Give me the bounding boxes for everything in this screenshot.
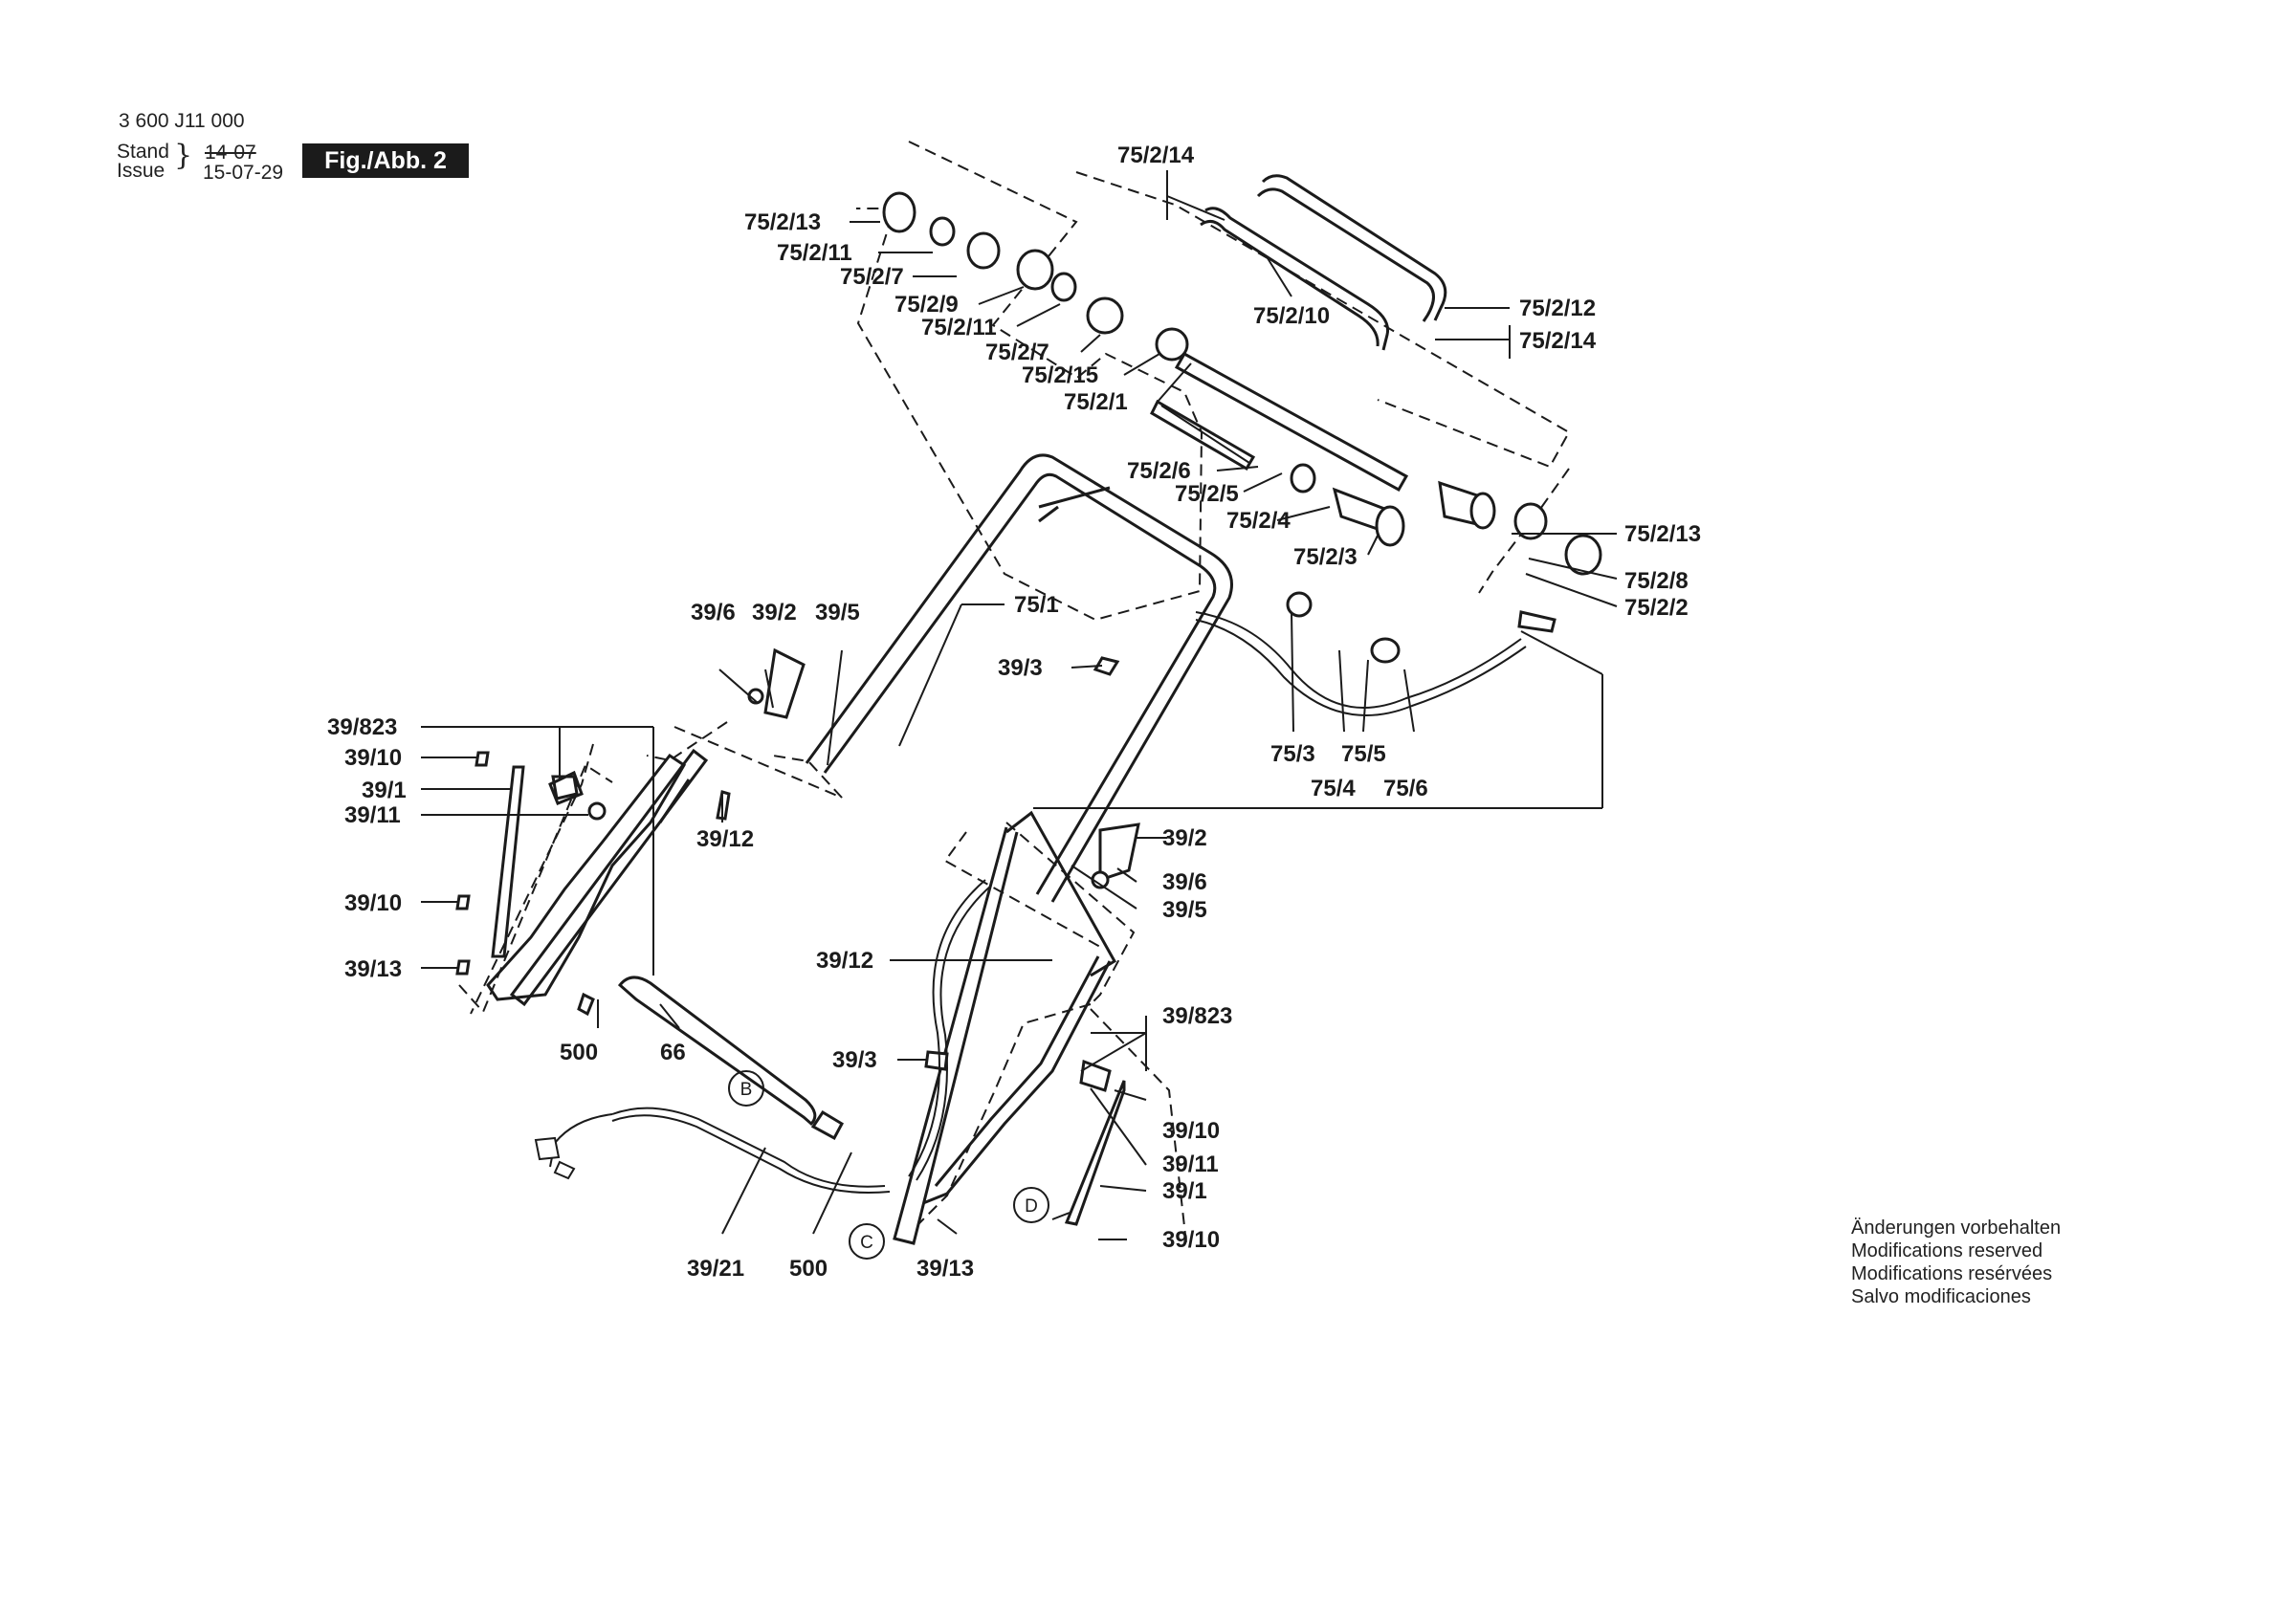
- callout-39-12: 39/12: [696, 826, 754, 852]
- callout-75-2-7: 75/2/7: [985, 340, 1049, 365]
- small-parts: [551, 191, 1602, 1226]
- detail-marker-c: [849, 1223, 885, 1260]
- callout-75-2-4: 75/2/4: [1226, 508, 1291, 534]
- callout-39-10: 39/10: [1162, 1118, 1220, 1144]
- callout-39-21: 39/21: [687, 1256, 744, 1282]
- callout-39-6: 39/6: [1162, 869, 1207, 895]
- callout-75-2-11: 75/2/11: [777, 240, 852, 266]
- left-handle-bar: [486, 753, 691, 1001]
- callout-39-10: 39/10: [344, 890, 402, 916]
- top-grip-handle: [1200, 174, 1447, 351]
- callout-75-2-13: 75/2/13: [744, 209, 821, 235]
- modification-note-fr: Modifications resérvées: [1851, 1263, 2053, 1284]
- callout-39-13: 39/13: [916, 1256, 974, 1282]
- callout-75-2-7: 75/2/7: [840, 264, 904, 290]
- callout-75-4: 75/4: [1311, 776, 1356, 801]
- callout-39-823: 39/823: [1162, 1003, 1232, 1029]
- callout-66: 66: [660, 1040, 686, 1065]
- leader-lines: [421, 170, 1618, 1240]
- callout-39-12: 39/12: [816, 948, 873, 974]
- callout-75-2-14: 75/2/14: [1519, 328, 1597, 354]
- brace-icon: }: [174, 139, 193, 172]
- document-number: 3 600 J11 000: [119, 110, 245, 132]
- modification-note-es: Salvo modificaciones: [1851, 1286, 2031, 1307]
- callout-75-2-13: 75/2/13: [1624, 521, 1701, 547]
- detail-markers: [728, 1070, 1049, 1260]
- stand-label: Stand: [117, 141, 169, 163]
- issue-label: Issue: [117, 160, 166, 182]
- callout-75-2-8: 75/2/8: [1624, 568, 1689, 594]
- new-issue-date: 15-07-29: [203, 162, 284, 184]
- callout-39-10: 39/10: [344, 745, 402, 771]
- figure-label: Fig./Abb. 2: [302, 143, 469, 178]
- lower-handle-frame: [893, 810, 1117, 1245]
- callout-75-2-15: 75/2/15: [1022, 362, 1098, 388]
- callout-75-1: 75/1: [1014, 592, 1059, 618]
- modification-note-en: Modifications reserved: [1851, 1240, 2043, 1261]
- callout-75-3: 75/3: [1270, 741, 1315, 767]
- callout-39-3: 39/3: [998, 655, 1043, 681]
- callout-75-2-6: 75/2/6: [1127, 458, 1191, 484]
- callout-39-3: 39/3: [832, 1047, 877, 1073]
- cable-connector: [534, 1136, 576, 1180]
- assembly-outlines: [458, 141, 1571, 1244]
- callout-39-11: 39/11: [344, 802, 401, 828]
- callout-39-1: 39/1: [362, 778, 407, 803]
- detail-marker-d-label: D: [1025, 1196, 1038, 1217]
- callout-75-2-10: 75/2/10: [1253, 303, 1330, 329]
- callout-75-2-11: 75/2/11: [921, 315, 997, 340]
- callout-75-2-9: 75/2/9: [894, 292, 959, 318]
- callout-39-5: 39/5: [1162, 897, 1207, 923]
- detail-marker-d: [1013, 1187, 1049, 1223]
- callout-500: 500: [789, 1256, 828, 1282]
- old-issue-date: 14-07: [205, 142, 256, 164]
- callout-75-2-14: 75/2/14: [1117, 143, 1195, 168]
- callout-75-5: 75/5: [1341, 741, 1386, 767]
- lower-bracket-66: [577, 976, 844, 1141]
- callout-75-2-2: 75/2/2: [1624, 595, 1689, 621]
- detail-marker-b-label: B: [740, 1080, 753, 1100]
- callout-39-823: 39/823: [327, 714, 397, 740]
- callout-75-2-5: 75/2/5: [1175, 481, 1239, 507]
- callout-39-5: 39/5: [815, 600, 860, 625]
- left-side-strut: [455, 748, 731, 1007]
- callouts: 75/2/14 75/2/13 75/2/11 75/2/7 75/2/9 75…: [327, 143, 1701, 1282]
- callout-75-2-1: 75/2/1: [1064, 389, 1128, 415]
- callout-39-2: 39/2: [752, 600, 797, 625]
- callout-39-6: 39/6: [691, 600, 736, 625]
- modification-note-de: Änderungen vorbehalten: [1851, 1217, 2062, 1239]
- callout-39-11: 39/11: [1162, 1151, 1219, 1177]
- cables: [549, 611, 1527, 1194]
- callout-39-2: 39/2: [1162, 825, 1207, 851]
- callout-75-2-12: 75/2/12: [1519, 296, 1596, 321]
- callout-500: 500: [560, 1040, 598, 1065]
- callout-39-13: 39/13: [344, 956, 402, 982]
- callout-75-6: 75/6: [1383, 776, 1428, 801]
- callout-75-2-3: 75/2/3: [1293, 544, 1358, 570]
- callout-39-10: 39/10: [1162, 1227, 1220, 1253]
- callout-39-1: 39/1: [1162, 1178, 1207, 1204]
- detail-marker-b: [728, 1070, 764, 1107]
- detail-marker-c-label: C: [860, 1233, 873, 1253]
- upper-handle-frame: [805, 453, 1233, 903]
